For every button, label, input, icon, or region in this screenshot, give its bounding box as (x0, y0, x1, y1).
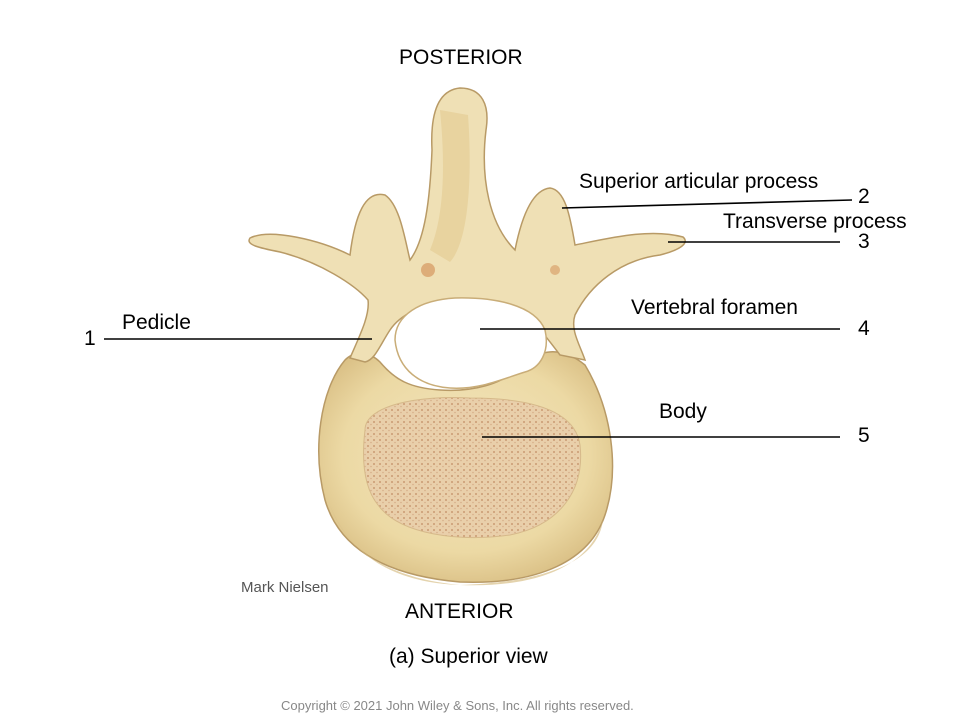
label-number-4: 4 (858, 317, 870, 340)
vertebral-arch-shape (248, 87, 686, 363)
leader-line-superior-articular-process (561, 199, 853, 209)
figure-caption: (a) Superior view (389, 645, 548, 668)
arch-shading-shape (430, 110, 470, 262)
nutrient-spot-right (550, 265, 560, 275)
label-body: Body (659, 400, 707, 423)
vertebral-foramen-shape (394, 297, 547, 389)
label-superior-articular-process: Superior articular process (579, 170, 819, 193)
label-number-3: 3 (858, 230, 870, 253)
orientation-anterior: ANTERIOR (405, 600, 514, 623)
nutrient-spot-left (421, 263, 435, 277)
label-vertebral-foramen: Vertebral foramen (631, 296, 798, 319)
label-number-1: 1 (84, 327, 96, 350)
label-number-2: 2 (858, 185, 870, 208)
spongy-bone-shape (362, 397, 582, 538)
copyright-notice: Copyright © 2021 John Wiley & Sons, Inc.… (281, 698, 634, 713)
orientation-posterior: POSTERIOR (399, 46, 523, 69)
label-number-5: 5 (858, 424, 870, 447)
label-pedicle: Pedicle (122, 311, 191, 334)
label-transverse-process: Transverse process (723, 210, 907, 233)
photo-credit: Mark Nielsen (241, 579, 329, 596)
